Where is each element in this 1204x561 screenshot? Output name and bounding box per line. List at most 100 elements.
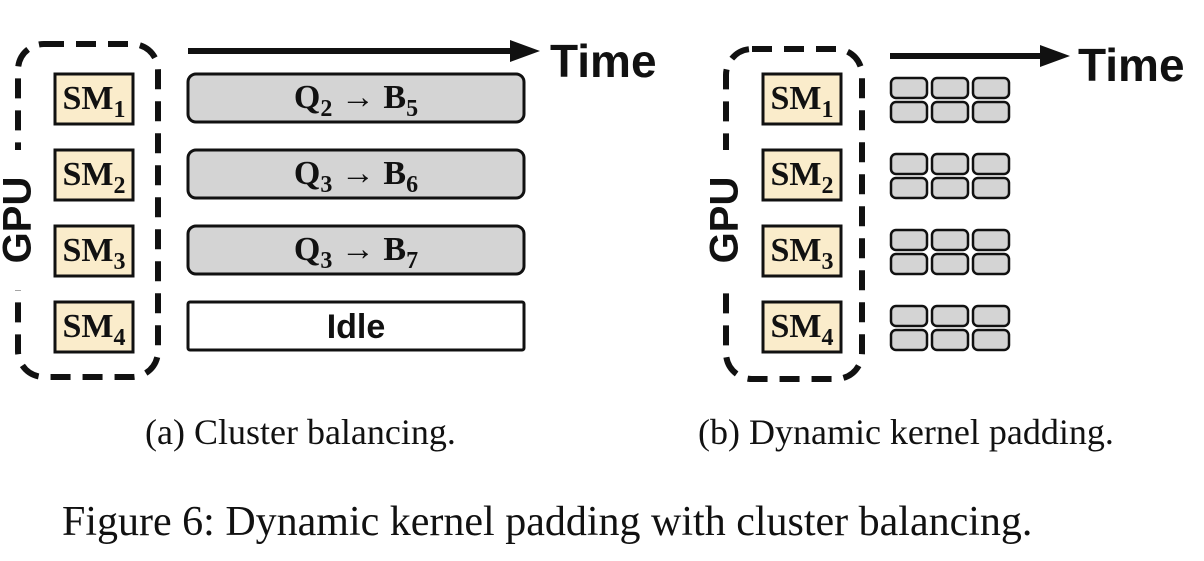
sm-label: SM1 bbox=[63, 80, 126, 123]
kernel-grid bbox=[889, 304, 1011, 352]
kernel-block bbox=[889, 304, 929, 328]
kernel-grid bbox=[889, 228, 1011, 276]
task-label: Q3 → B6 bbox=[294, 155, 418, 198]
sm-label-sub: 2 bbox=[822, 173, 834, 199]
sm-label-sub: 1 bbox=[822, 97, 834, 123]
sm-label-base: SM bbox=[63, 232, 114, 269]
kernel-block bbox=[930, 304, 970, 328]
sm-label-base: SM bbox=[63, 80, 114, 117]
task-label-part: Q bbox=[294, 79, 320, 116]
kernel-block bbox=[889, 100, 929, 124]
figure-caption: Figure 6: Dynamic kernel padding with cl… bbox=[62, 499, 1032, 545]
sm-box: SM1 bbox=[761, 72, 843, 126]
kernel-block bbox=[971, 76, 1011, 100]
gpu-label-a: GPU bbox=[0, 177, 40, 264]
task-label-part: → bbox=[332, 231, 383, 268]
task-label-part: → bbox=[332, 155, 383, 192]
task-label-part: 2 bbox=[320, 96, 332, 122]
sm-box-rect bbox=[53, 148, 135, 202]
sm-box: SM1 bbox=[53, 72, 135, 126]
kernel-block bbox=[930, 76, 970, 100]
kernel-grids-b bbox=[889, 76, 1011, 352]
sm-label-sub: 4 bbox=[114, 325, 126, 351]
sm-label-base: SM bbox=[771, 232, 822, 269]
gpu-label-b: GPU bbox=[703, 177, 747, 264]
task-label: Q2 → B5 bbox=[294, 79, 418, 122]
kernel-block bbox=[889, 328, 929, 352]
sm-label-base: SM bbox=[771, 156, 822, 193]
sm-box: SM3 bbox=[761, 224, 843, 278]
sm-box-rect bbox=[53, 72, 135, 126]
kernel-block bbox=[971, 152, 1011, 176]
kernel-block bbox=[971, 304, 1011, 328]
sm-label-sub: 2 bbox=[114, 173, 126, 199]
task-label-part: 5 bbox=[406, 96, 418, 122]
time-axis-b: Time bbox=[890, 39, 1185, 91]
kernel-block bbox=[889, 252, 929, 276]
time-arrowhead-a bbox=[510, 40, 540, 62]
kernel-block bbox=[971, 228, 1011, 252]
task-label-part: 3 bbox=[320, 172, 332, 198]
task-bar: Q2 → B5 bbox=[186, 72, 526, 124]
kernel-block bbox=[889, 176, 929, 200]
sm-label-sub: 3 bbox=[822, 249, 834, 275]
sm-box-rect bbox=[761, 72, 843, 126]
sm-label-sub: 3 bbox=[114, 249, 126, 275]
sm-label: SM2 bbox=[63, 156, 126, 199]
sm-box-rect bbox=[53, 300, 135, 354]
task-label-part: → bbox=[332, 79, 383, 116]
task-label-part: B bbox=[383, 79, 406, 116]
kernel-block bbox=[930, 328, 970, 352]
kernel-block bbox=[930, 100, 970, 124]
sm-box: SM2 bbox=[761, 148, 843, 202]
sm-box-rect bbox=[761, 148, 843, 202]
sm-label-base: SM bbox=[771, 80, 822, 117]
task-bar-rect bbox=[186, 148, 526, 200]
caption-b: (b) Dynamic kernel padding. bbox=[698, 412, 1114, 452]
kernel-block bbox=[889, 228, 929, 252]
task-label-part: Q bbox=[294, 155, 320, 192]
kernel-block bbox=[930, 176, 970, 200]
task-label-part: 6 bbox=[406, 172, 418, 198]
task-label-part: B bbox=[383, 231, 406, 268]
kernel-grid bbox=[889, 76, 1011, 124]
task-label-part: B bbox=[383, 155, 406, 192]
gpu-label-bg-a bbox=[5, 150, 35, 290]
sm-box-rect bbox=[53, 224, 135, 278]
sm-label-base: SM bbox=[771, 308, 822, 345]
time-arrowhead-b bbox=[1040, 45, 1070, 67]
task-bar: Q3 → B7 bbox=[186, 224, 526, 276]
sm-label: SM1 bbox=[771, 80, 834, 123]
sm-label-base: SM bbox=[63, 156, 114, 193]
sm-box: SM4 bbox=[761, 300, 843, 354]
kernel-block bbox=[971, 100, 1011, 124]
task-bar-rect bbox=[186, 72, 526, 124]
kernel-block bbox=[971, 328, 1011, 352]
sm-box: SM4 bbox=[53, 300, 135, 354]
sm-box-rect bbox=[761, 300, 843, 354]
sm-label: SM4 bbox=[771, 308, 834, 351]
kernel-block bbox=[930, 228, 970, 252]
gpu-label-bg-b bbox=[712, 150, 742, 290]
idle-bar: Idle bbox=[186, 300, 526, 352]
kernel-block bbox=[971, 176, 1011, 200]
idle-label: Idle bbox=[327, 308, 386, 346]
sm-label: SM4 bbox=[63, 308, 126, 351]
task-bar: Q3 → B6 bbox=[186, 148, 526, 200]
kernel-block bbox=[930, 152, 970, 176]
task-label: Q3 → B7 bbox=[294, 231, 418, 274]
sm-label: SM3 bbox=[771, 232, 834, 275]
task-label-part: Q bbox=[294, 231, 320, 268]
sm-box: SM3 bbox=[53, 224, 135, 278]
kernel-grid bbox=[889, 152, 1011, 200]
time-label-a: Time bbox=[550, 35, 657, 87]
sm-label-sub: 1 bbox=[114, 97, 126, 123]
sm-label-sub: 4 bbox=[822, 325, 834, 351]
sm-box: SM2 bbox=[53, 148, 135, 202]
task-label-part: 3 bbox=[320, 248, 332, 274]
sm-box-rect bbox=[761, 224, 843, 278]
